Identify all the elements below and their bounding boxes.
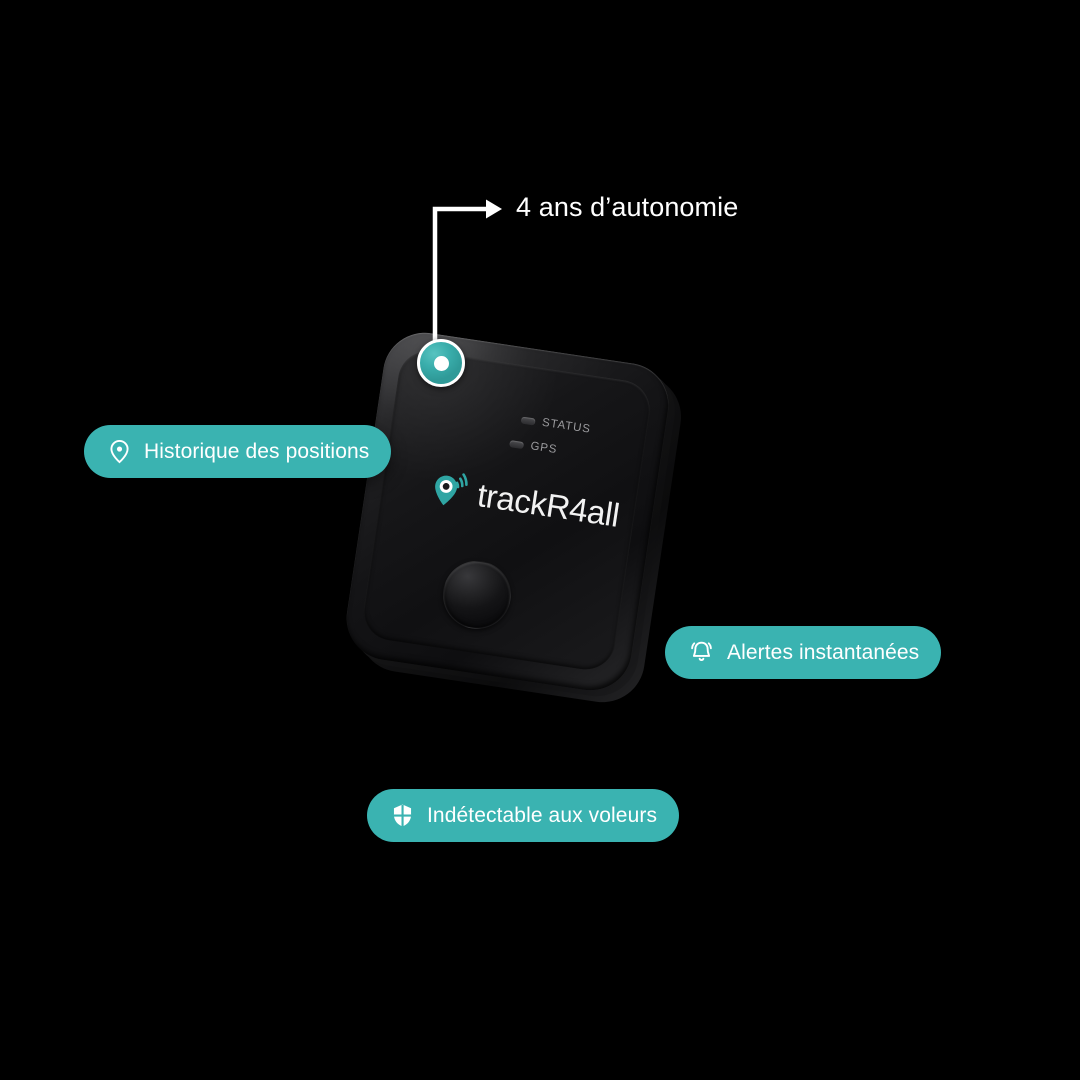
shield-icon	[393, 804, 412, 827]
status-led-icon	[520, 416, 536, 426]
gps-led-label: GPS	[529, 440, 559, 457]
badge-stealth[interactable]: Indétectable aux voleurs	[367, 789, 680, 842]
gps-indicator-row: GPS	[509, 437, 558, 456]
marker-inner-dot	[433, 355, 449, 371]
badge-history-label: Historique des positions	[144, 439, 370, 463]
autonomy-callout-label: 4 ans d’autonomie	[516, 192, 739, 222]
ringing-bell-icon	[691, 641, 712, 661]
gps-led-icon	[509, 439, 525, 449]
brand-logo: trackR4all	[425, 463, 623, 539]
badge-alerts[interactable]: Alertes instantanées	[665, 626, 942, 679]
badge-alerts-label: Alertes instantanées	[727, 640, 920, 664]
status-led-label: STATUS	[541, 416, 592, 436]
status-indicator-row: STATUS	[520, 414, 592, 436]
device-front-face: STATUS GPS trackR4all	[359, 347, 654, 674]
brand-name-text: trackR4all	[475, 475, 622, 534]
map-marker-dot-icon	[417, 339, 465, 387]
badge-history[interactable]: Historique des positions	[84, 425, 392, 478]
elbow-arrow-icon	[432, 199, 502, 358]
device-body: STATUS GPS trackR4all	[340, 327, 675, 696]
device-power-button[interactable]	[438, 556, 516, 634]
badge-stealth-label: Indétectable aux voleurs	[427, 803, 658, 827]
location-pin-signal-icon	[435, 473, 468, 506]
map-pin-icon	[110, 439, 129, 464]
gps-tracker-device: STATUS GPS trackR4all	[338, 327, 696, 719]
